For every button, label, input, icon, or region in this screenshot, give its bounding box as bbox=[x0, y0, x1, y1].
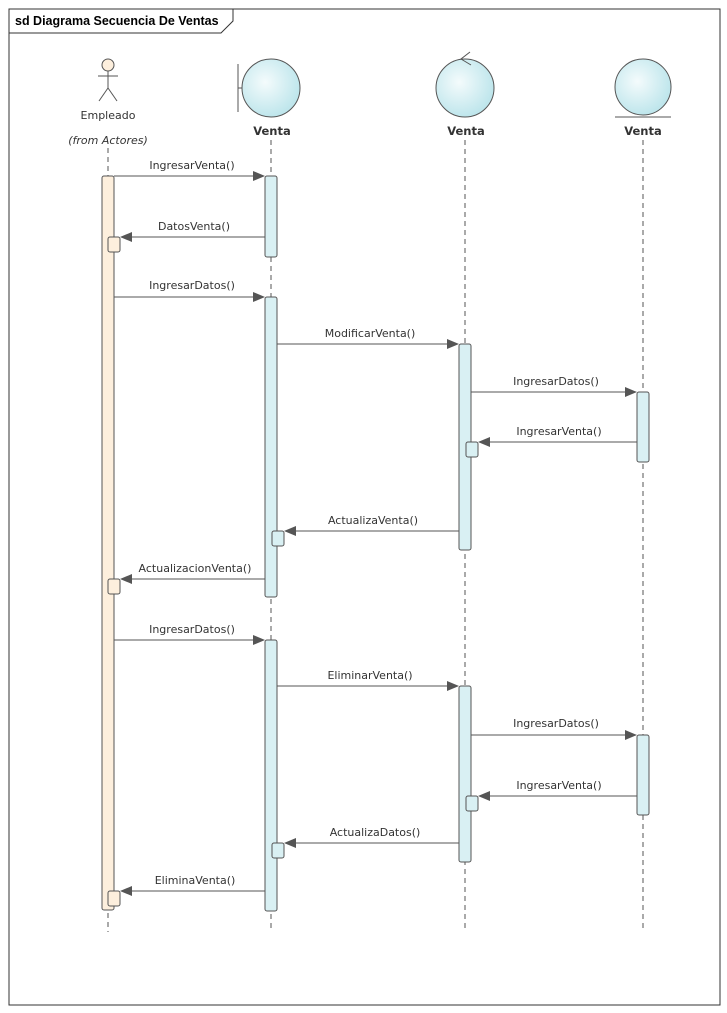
message-7: ActualizaVenta() bbox=[284, 514, 459, 536]
message-label: DatosVenta() bbox=[158, 220, 230, 233]
diagram-frame bbox=[8, 8, 721, 1006]
diagram-title: sd Diagrama Secuencia De Ventas bbox=[15, 14, 219, 28]
receive-box-boundary-1 bbox=[271, 530, 285, 547]
message-4: ModificarVenta() bbox=[277, 327, 459, 349]
activation-entity-1 bbox=[636, 391, 650, 463]
receive-box-control-1 bbox=[465, 441, 479, 458]
activation-boundary-2 bbox=[264, 296, 278, 598]
activation-boundary-3 bbox=[264, 639, 278, 912]
message-label: IngresarVenta() bbox=[516, 425, 601, 438]
message-9: IngresarDatos() bbox=[114, 623, 265, 645]
message-label: ActualizaVenta() bbox=[328, 514, 418, 527]
participant-note-empleado: (from Actores) bbox=[68, 134, 148, 147]
receive-box-empleado-1 bbox=[107, 236, 121, 253]
message-label: ActualizaDatos() bbox=[330, 826, 421, 839]
receive-box-empleado-3 bbox=[107, 890, 121, 907]
participant-name-boundary: Venta bbox=[253, 124, 291, 138]
control-icon bbox=[435, 51, 495, 118]
message-14: EliminaVenta() bbox=[120, 874, 265, 896]
actor-stick-figure-icon bbox=[98, 58, 118, 102]
message-label: IngresarDatos() bbox=[149, 623, 235, 636]
receive-box-control-2 bbox=[465, 795, 479, 812]
message-label: IngresarDatos() bbox=[513, 375, 599, 388]
entity-icon bbox=[614, 58, 672, 118]
message-10: EliminarVenta() bbox=[277, 669, 459, 691]
frame-title-tab bbox=[8, 8, 234, 34]
participant-name-entity: Venta bbox=[624, 124, 662, 138]
activation-entity-2 bbox=[636, 734, 650, 816]
message-5: IngresarDatos() bbox=[471, 375, 637, 397]
boundary-icon bbox=[237, 58, 301, 118]
message-label: EliminaVenta() bbox=[155, 874, 236, 887]
participant-name-empleado: Empleado bbox=[81, 109, 136, 122]
message-6: IngresarVenta() bbox=[478, 425, 637, 447]
message-label: EliminarVenta() bbox=[327, 669, 412, 682]
message-2: DatosVenta() bbox=[120, 220, 265, 242]
message-12: IngresarVenta() bbox=[478, 779, 637, 801]
receive-box-boundary-2 bbox=[271, 842, 285, 859]
message-3: IngresarDatos() bbox=[114, 279, 265, 302]
message-8: ActualizacionVenta() bbox=[120, 562, 265, 584]
message-label: IngresarDatos() bbox=[513, 717, 599, 730]
activation-control-2 bbox=[458, 685, 472, 863]
message-label: IngresarVenta() bbox=[149, 159, 234, 172]
receive-box-empleado-2 bbox=[107, 578, 121, 595]
message-13: ActualizaDatos() bbox=[284, 826, 459, 848]
message-label: IngresarDatos() bbox=[149, 279, 235, 292]
message-1: IngresarVenta() bbox=[114, 159, 265, 181]
message-label: ModificarVenta() bbox=[325, 327, 416, 340]
message-label: ActualizacionVenta() bbox=[139, 562, 252, 575]
participant-name-control: Venta bbox=[447, 124, 485, 138]
activation-boundary-1 bbox=[264, 175, 278, 258]
message-label: IngresarVenta() bbox=[516, 779, 601, 792]
message-11: IngresarDatos() bbox=[471, 717, 637, 740]
activation-empleado bbox=[101, 175, 115, 911]
